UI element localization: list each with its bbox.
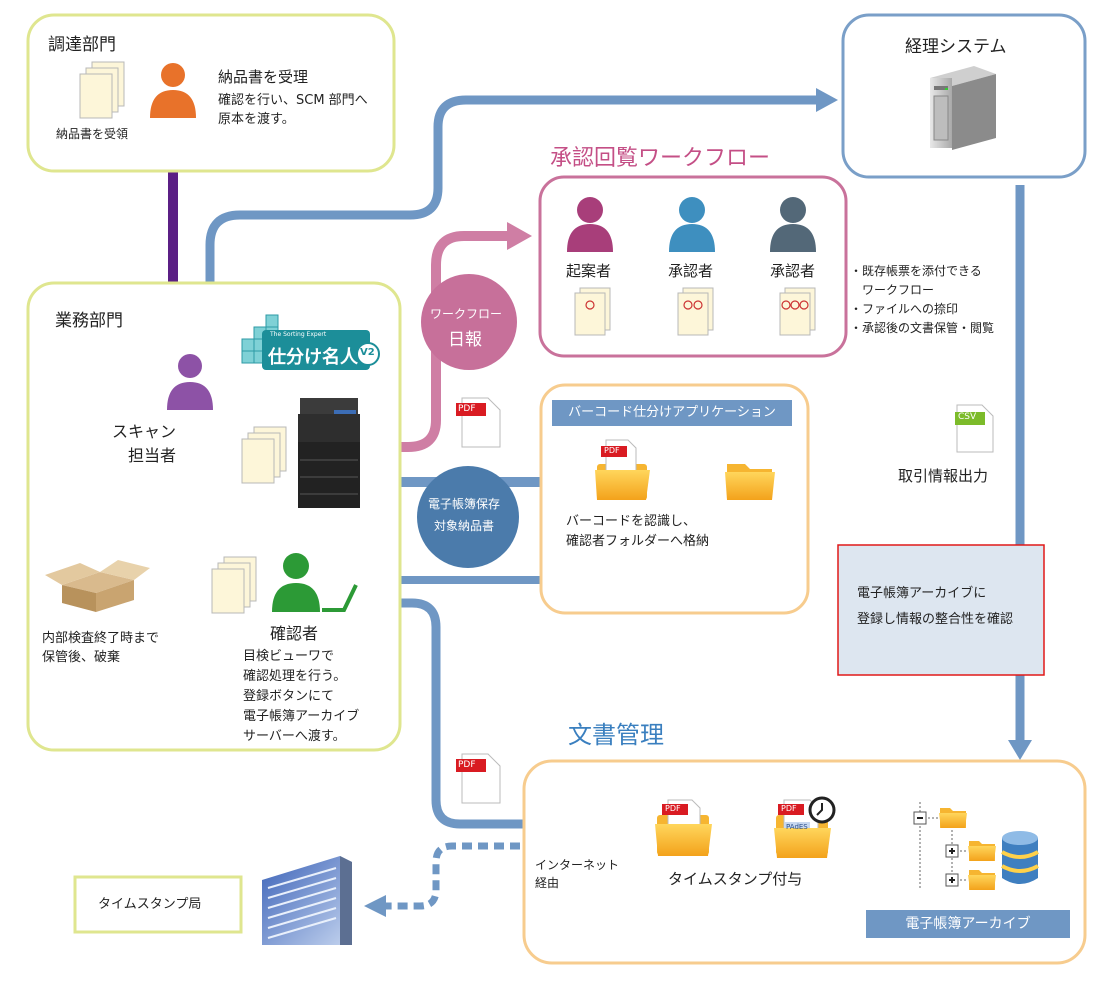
barcode-desc-1: バーコードを認識し、	[566, 514, 697, 529]
logo-subtitle: The Sorting Expert	[270, 331, 327, 338]
folder-icon	[939, 808, 967, 828]
pdf-folder-icon	[655, 799, 712, 856]
csv-label: CSV	[958, 412, 977, 422]
arrow-head-accounting	[816, 88, 838, 112]
workflow-title: 承認回覧ワークフロー	[550, 146, 771, 171]
pades-folder-icon	[774, 799, 831, 858]
pdf-label: PDF	[604, 446, 620, 455]
server-icon	[930, 66, 996, 150]
workflow-report-circle	[421, 274, 517, 370]
document-stack-icon	[211, 556, 257, 614]
document-stack-icon	[241, 426, 287, 484]
pdf-label: PDF	[665, 804, 681, 813]
procurement-box	[26, 13, 396, 173]
business-title: 業務部門	[55, 311, 123, 331]
workflow-role-approver-2: 承認者	[770, 262, 816, 280]
person-icon-approver-1	[669, 197, 715, 252]
pdf-file-icon	[456, 753, 501, 804]
logo-version: V2	[360, 347, 375, 358]
cardboard-box-icon	[45, 560, 150, 612]
archive-label: 電子帳簿アーカイブ	[866, 910, 1070, 938]
folder-icon	[968, 870, 996, 890]
workflow-circle-line-2: 日報	[448, 330, 482, 350]
receive-label: 納品書を受領	[56, 127, 129, 141]
verify-line-1: 電子帳簿アーカイブに	[857, 586, 987, 601]
docmgmt-title: 文書管理	[568, 721, 664, 749]
pdf-label: PDF	[781, 804, 797, 813]
collapse-toggle-icon	[913, 811, 927, 825]
ebook-target-circle	[417, 466, 519, 568]
document-stack-icon	[79, 61, 125, 119]
arrow-confirmer-to-docmgmt	[367, 598, 626, 829]
accounting-title: 経理システム	[905, 37, 1007, 57]
pdf-label: PDF	[458, 760, 476, 770]
workflow-feature-3: ・ファイルへの捺印	[850, 302, 959, 316]
workflow-box	[538, 175, 848, 358]
pdf-file-icon	[456, 397, 501, 448]
procurement-desc-2: 原本を渡す。	[218, 112, 295, 127]
verify-box	[837, 544, 1045, 676]
folder-icon	[725, 464, 775, 500]
multifunction-printer-icon	[298, 398, 360, 508]
workflow-circle-line-1: ワークフロー	[430, 307, 503, 321]
storage-desc-2: 保管後、破棄	[42, 650, 121, 665]
barcode-desc-2: 確認者フォルダーへ格納	[566, 534, 710, 549]
logo-version-badge	[356, 342, 380, 366]
confirmer-desc-2: 確認処理を行う。	[243, 669, 347, 684]
confirmer-desc-3: 登録ボタンにて	[243, 689, 335, 704]
procurement-title: 調達部門	[48, 35, 116, 55]
workflow-role-drafter: 起案者	[566, 262, 612, 280]
stamped-document-icon	[574, 287, 611, 336]
transaction-output-label: 取引情報出力	[898, 467, 989, 485]
arrow-scan-to-accounting	[205, 95, 816, 345]
procurement-action-title: 納品書を受理	[218, 68, 309, 86]
pades-label: PAdES	[786, 823, 808, 831]
tsa-box	[73, 875, 243, 934]
timestamp-authority-building-icon	[262, 856, 352, 945]
person-icon-scanner	[167, 354, 213, 410]
person-icon-procurement	[150, 63, 196, 118]
person-icon-drafter	[567, 197, 613, 252]
expand-toggle-icon	[945, 844, 959, 858]
logo-banner	[262, 330, 370, 370]
workflow-role-approver-1: 承認者	[668, 262, 714, 280]
database-icon	[1001, 831, 1039, 884]
csv-file-icon	[955, 404, 994, 453]
confirmer-desc-5: サーバーへ渡す。	[243, 729, 346, 744]
barcode-app-title: バーコード仕分けアプリケーション	[552, 400, 792, 426]
arrow-head-pink	[507, 222, 532, 250]
tsa-label: タイムスタンプ局	[98, 897, 202, 912]
storage-desc-1: 内部検査終了時まで	[42, 631, 160, 646]
workflow-feature-4: ・承認後の文書保管・閲覧	[850, 321, 995, 335]
ebook-circle-line-1: 電子帳簿保存	[428, 497, 501, 511]
scan-label-2: 担当者	[128, 446, 177, 465]
confirmer-label: 確認者	[270, 624, 319, 643]
folder-icon	[968, 841, 996, 861]
verify-line-2: 登録し情報の整合性を確認	[857, 612, 1014, 627]
expand-toggle-icon	[945, 873, 959, 887]
stamped-document-icon	[677, 287, 714, 336]
internet-label-2: 経由	[535, 876, 560, 890]
scan-label-1: スキャン	[112, 422, 177, 441]
pdf-folder-icon	[595, 439, 650, 500]
workflow-feature-2: ワークフロー	[850, 283, 935, 297]
person-icon-approver-2	[770, 197, 816, 252]
arrow-head-archive	[1008, 740, 1032, 760]
stamped-document-icon	[779, 287, 816, 336]
workflow-feature-1: ・既存帳票を添付できる	[850, 264, 982, 278]
ebook-circle-line-2: 対象納品書	[434, 519, 495, 533]
arrow-head-tsa	[364, 895, 386, 917]
timestamp-label: タイムスタンプ付与	[668, 870, 803, 888]
clock-icon	[808, 796, 836, 824]
confirmer-desc-1: 目検ビューワで	[243, 649, 335, 664]
confirmer-desc-4: 電子帳簿アーカイブ	[243, 709, 360, 724]
person-icon-confirmer	[272, 553, 358, 612]
logo-text: 仕分け名人	[268, 347, 358, 368]
pdf-label: PDF	[458, 404, 476, 414]
procurement-desc-1: 確認を行い、SCM 部門へ	[218, 93, 368, 108]
internet-label-1: インターネット	[535, 858, 620, 872]
